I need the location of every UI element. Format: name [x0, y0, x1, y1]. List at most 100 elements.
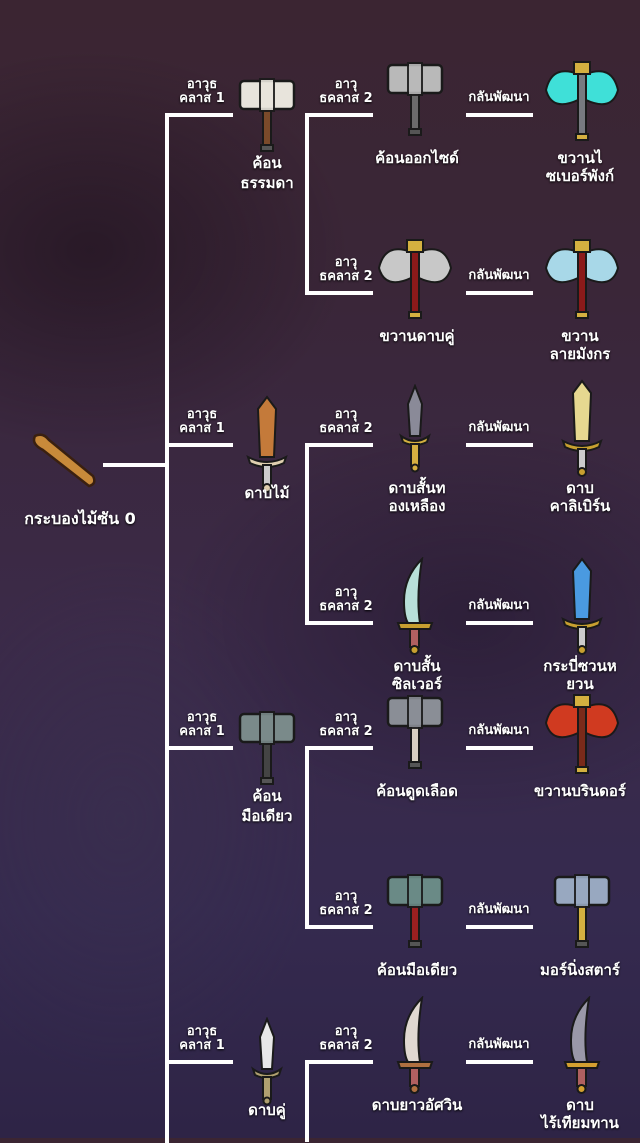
- evolve-label: กลันพัฒนา: [468, 598, 530, 613]
- class2-connector: [307, 113, 373, 117]
- evolve-label: กลันพัฒนา: [468, 420, 530, 435]
- final-weapon-sabre-icon[interactable]: [557, 995, 607, 1100]
- text-line: ดาบสั้นท: [388, 479, 446, 497]
- class1-weapon-name: ดาบไม้: [202, 483, 332, 503]
- evolve-label: กลันพัฒนา: [468, 1037, 530, 1052]
- text-line: อาวุ: [334, 255, 358, 270]
- class1-weapon-dagger-icon[interactable]: [247, 1016, 287, 1111]
- text-line: องเหลือง: [388, 497, 446, 515]
- text-line: ซิลเวอร์: [392, 675, 442, 693]
- class2-label: อาวุธคลาส 2: [310, 256, 382, 284]
- evolve-connector: [466, 621, 533, 625]
- text-line: ขวานดาบคู่: [379, 327, 455, 345]
- text-line: ค้อนดูดเลือด: [376, 782, 458, 800]
- class2-weapon-name: ค้อนออกไซด์: [352, 149, 482, 167]
- text-line: อาวุ: [334, 889, 358, 904]
- final-weapon-hammer-icon[interactable]: [547, 871, 617, 955]
- class1-weapon-hammer-icon[interactable]: [232, 708, 302, 792]
- text-line: ธคลาส 2: [319, 91, 373, 106]
- text-line: อาวุ: [334, 585, 358, 600]
- class1-label: อาวุธคลาส 1: [172, 78, 232, 106]
- final-weapon-name: กระบี่ซวนหยวน: [515, 657, 640, 693]
- final-weapon-sword-icon[interactable]: [557, 379, 607, 483]
- class1-label: อาวุธคลาส 1: [172, 711, 232, 739]
- class1-connector: [167, 443, 233, 447]
- class2-weapon-name: ขวานดาบคู่: [352, 327, 482, 345]
- class2-connector: [307, 746, 373, 750]
- text-line: ค้อน: [252, 787, 282, 805]
- class2-label: อาวุธคลาส 2: [310, 78, 382, 106]
- class1-label: อาวุธคลาส 1: [172, 408, 232, 436]
- evolve-label: กลันพัฒนา: [468, 723, 530, 738]
- class1-weapon-hammer-icon[interactable]: [232, 75, 302, 159]
- text-line: ดาบไม้: [244, 484, 290, 502]
- evolve-connector: [466, 1060, 533, 1064]
- class2-label: อาวุธคลาส 2: [310, 890, 382, 918]
- text-line: ธรรมดา: [240, 174, 294, 192]
- final-weapon-axe-icon[interactable]: [542, 687, 622, 781]
- class2-weapon-hammer-icon[interactable]: [380, 692, 450, 776]
- text-line: ดาบ: [566, 1096, 594, 1114]
- text-line: ดาบยาวอัศวิน: [371, 1096, 463, 1114]
- text-line: อาวุธ: [186, 77, 218, 92]
- text-line: ดาบสั้น: [393, 657, 441, 675]
- final-weapon-axe-icon[interactable]: [542, 232, 622, 326]
- text-line: ยวน: [566, 675, 594, 693]
- class2-weapon-hammer-icon[interactable]: [380, 59, 450, 143]
- class2-weapon-dagger-icon[interactable]: [395, 383, 435, 478]
- class1-weapon-name: ค้อนธรรมดา: [202, 153, 332, 193]
- text-line: ธคลาส 2: [319, 421, 373, 436]
- class2-weapon-sabre-icon[interactable]: [390, 556, 440, 661]
- root-weapon-club-icon[interactable]: [29, 430, 99, 494]
- class2-branch-line: [305, 746, 309, 929]
- class2-connector: [307, 443, 373, 447]
- class1-weapon-name: ดาบคู่: [202, 1100, 332, 1120]
- class1-weapon-sword-icon[interactable]: [242, 395, 292, 499]
- text-line: อาวุธ: [186, 710, 218, 725]
- text-line: คลาส 1: [179, 91, 225, 106]
- class2-weapon-axe-icon[interactable]: [375, 232, 455, 326]
- final-weapon-name: ขวานลายมังกร: [515, 327, 640, 363]
- final-weapon-name: ดาบคาลิเบิร์น: [515, 479, 640, 515]
- class2-label: อาวุธคลาส 2: [310, 1025, 382, 1053]
- class1-label: อาวุธคลาส 1: [172, 1025, 232, 1053]
- class2-weapon-name: ค้อนดูดเลือด: [352, 782, 482, 800]
- text-line: ธคลาส 2: [319, 599, 373, 614]
- text-line: ธคลาส 2: [319, 724, 373, 739]
- text-line: ขวานบรินดอร์: [534, 782, 626, 800]
- text-line: ค้อนมือเดียว: [376, 961, 458, 979]
- text-line: ค้อน: [252, 154, 282, 172]
- class2-connector: [307, 291, 373, 295]
- evolve-connector: [466, 291, 533, 295]
- class1-connector: [167, 1060, 233, 1064]
- class2-branch-line: [305, 443, 309, 625]
- text-line: ดาบ: [566, 479, 594, 497]
- final-weapon-name: ขวานไซเบอร์พังก์: [515, 149, 640, 185]
- evolve-connector: [466, 443, 533, 447]
- final-weapon-name: ขวานบรินดอร์: [515, 782, 640, 800]
- class2-connector: [307, 925, 373, 929]
- text-line: อาวุ: [334, 710, 358, 725]
- text-line: มือเดียว: [241, 807, 293, 825]
- text-line: ธคลาส 2: [319, 269, 373, 284]
- evolve-connector: [466, 746, 533, 750]
- class1-connector: [167, 746, 233, 750]
- text-line: คลาส 1: [179, 1038, 225, 1053]
- evolve-connector: [466, 925, 533, 929]
- class2-weapon-hammer-icon[interactable]: [380, 871, 450, 955]
- final-weapon-sword-icon[interactable]: [557, 557, 607, 661]
- text-line: ธคลาส 2: [319, 903, 373, 918]
- class2-weapon-sabre-icon[interactable]: [390, 995, 440, 1100]
- class2-branch-line: [305, 113, 309, 295]
- final-weapon-axe-icon[interactable]: [542, 54, 622, 148]
- text-line: อาวุ: [334, 77, 358, 92]
- final-weapon-name: มอร์นิ่งสตาร์: [515, 961, 640, 979]
- class2-connector: [307, 1060, 373, 1064]
- text-line: ซเบอร์พังก์: [545, 167, 615, 185]
- text-line: คลาส 1: [179, 724, 225, 739]
- text-line: อาวุ: [334, 407, 358, 422]
- evolve-label: กลันพัฒนา: [468, 268, 530, 283]
- class2-weapon-name: ดาบยาวอัศวิน: [352, 1096, 482, 1114]
- class2-connector: [307, 621, 373, 625]
- class2-label: อาวุธคลาส 2: [310, 408, 382, 436]
